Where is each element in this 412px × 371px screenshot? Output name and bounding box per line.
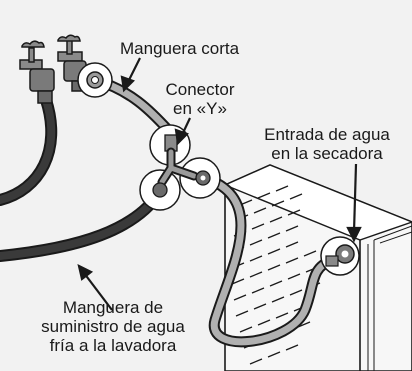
- label-dryer-inlet-line2: en la secadora: [271, 144, 383, 163]
- dryer-inlet-detail: [320, 236, 360, 276]
- hose-end-detail: [77, 62, 113, 98]
- leader-arrows: [77, 57, 362, 311]
- label-dryer-inlet-line1: Entrada de agua: [264, 125, 390, 144]
- label-dryer-inlet: Entrada de agua en la secadora: [252, 125, 402, 163]
- label-short-hose: Manguera corta: [120, 39, 240, 58]
- black-supply-hoses: [0, 94, 166, 262]
- label-y-connector-line1: Conector: [165, 80, 235, 99]
- label-y-connector: Conector en «Y»: [160, 80, 240, 118]
- faucet-left: [19, 40, 55, 104]
- label-y-connector-line2: en «Y»: [173, 99, 227, 118]
- label-supply-hose-line2: suministro de agua: [41, 317, 185, 336]
- label-supply-hose-line3: fría a la lavadora: [49, 336, 177, 355]
- y-connector-detail: [139, 124, 221, 211]
- label-supply-hose-line1: Manguera de: [62, 298, 164, 317]
- label-supply-hose: Manguera de suministro de agua fría a la…: [28, 298, 198, 355]
